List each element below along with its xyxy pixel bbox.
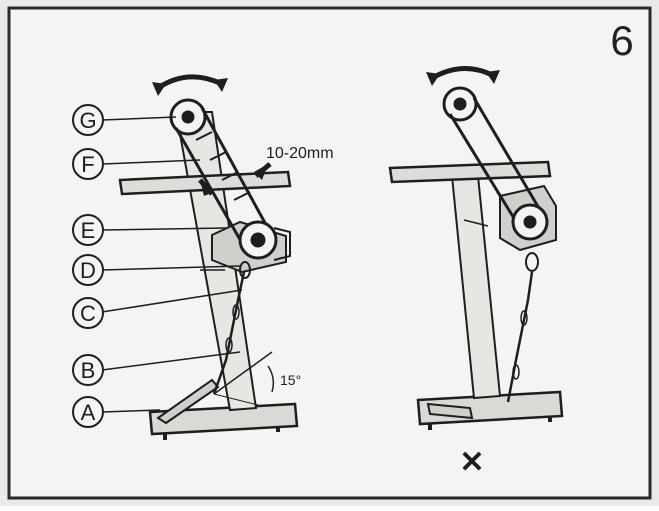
figure-frame — [7, 6, 652, 500]
callout-circle — [72, 297, 104, 329]
callout-circle — [72, 254, 104, 286]
callout-circle — [72, 148, 104, 180]
step-number: 6 — [610, 17, 633, 64]
measurement-label: 10-20mm — [266, 145, 334, 162]
callout-g: G — [79, 108, 96, 133]
callout-circle — [72, 214, 104, 246]
callout-c: C — [80, 301, 96, 326]
correct-setup-illustration — [101, 74, 299, 440]
callout-labels: G F E D C B A — [72, 104, 104, 428]
angle-label: 15° — [280, 372, 301, 388]
callout-circle — [72, 396, 104, 428]
incorrect-setup-illustration — [388, 65, 564, 430]
callout-f: F — [81, 152, 94, 177]
callout-a: A — [81, 400, 96, 425]
callout-d: D — [80, 258, 96, 283]
callout-circle — [72, 104, 104, 136]
callout-e: E — [81, 218, 96, 243]
incorrect-mark-icon: ✕ — [459, 446, 484, 479]
callout-b: B — [81, 358, 96, 383]
callout-circle — [72, 354, 104, 386]
